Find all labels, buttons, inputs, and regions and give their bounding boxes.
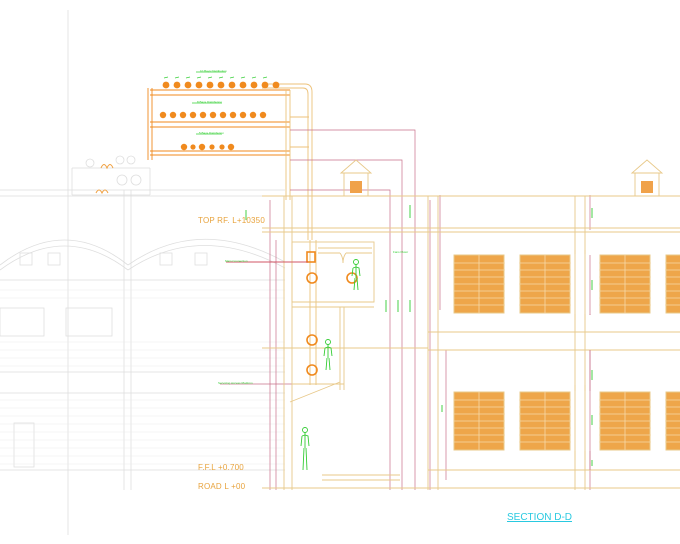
window-shutters [453,248,680,451]
nozzles-row-1 [162,81,280,89]
nozzles-row-3 [180,143,235,151]
fans [306,251,358,376]
ffl-level-label: F.F.L +0.700 [198,463,244,472]
fans-label: Fans Motor [393,250,409,254]
distribution-row-2-label: 8 Bays Distribution [197,100,223,104]
top-roof-level-label: TOP RF. L+10350 [198,216,265,225]
background-building [0,10,286,535]
building-structure [262,159,680,490]
vertical-duct [262,83,317,385]
road-level-label: ROAD L +00 [198,482,246,491]
distribution-frame [147,88,290,160]
platform-label: Servicing Access Platform [218,381,253,385]
section-title: SECTION D-D [507,512,572,523]
people [245,205,593,471]
main-connection-label: Main Connection [225,259,248,263]
distribution-row-3-label: 5 Bays Distribution [199,131,225,135]
nozzles-row-2 [159,111,267,119]
distribution-row-1-label: 10 Bays Distribution [200,69,227,73]
